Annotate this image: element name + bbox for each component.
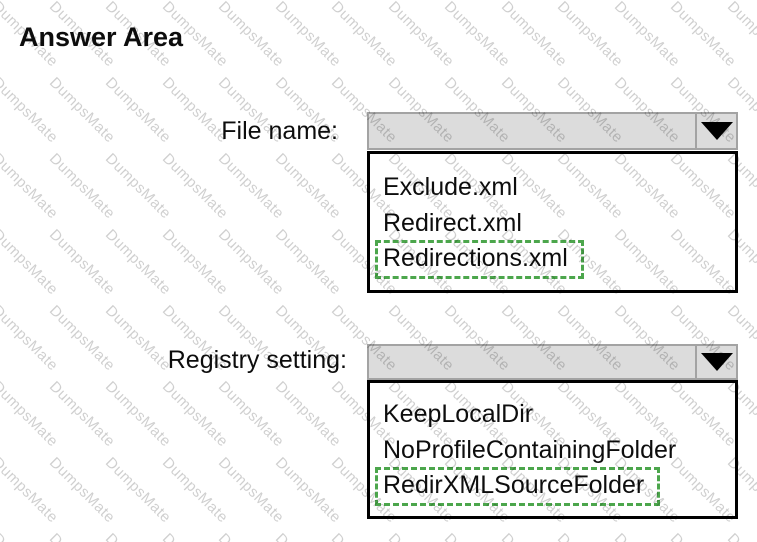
page-title: Answer Area — [19, 22, 184, 52]
watermark-text: DumpsMate — [440, 0, 514, 71]
watermark-text: DumpsMate — [158, 378, 231, 451]
watermark-text: DumpsMate — [667, 530, 739, 542]
watermark-text: DumpsMate — [497, 530, 569, 542]
watermark-text: DumpsMate — [45, 74, 118, 147]
watermark-text: DumpsMate — [45, 530, 117, 542]
registry-setting-dropdown-arrow-button[interactable] — [695, 346, 736, 378]
list-item-redirect-xml[interactable]: Redirect.xml — [370, 205, 735, 241]
watermark-text: DumpsMate — [441, 530, 513, 542]
watermark-text: DumpsMate — [723, 530, 757, 542]
list-item-keeplocaldir[interactable]: KeepLocalDir — [370, 396, 735, 432]
selected-option-outline: RedirXMLSourceFolder — [375, 466, 661, 506]
watermark-text: DumpsMate — [384, 530, 456, 542]
chevron-down-icon — [700, 122, 733, 140]
list-item-exclude-xml[interactable]: Exclude.xml — [370, 169, 735, 205]
watermark-text: DumpsMate — [271, 378, 344, 451]
list-item-label: KeepLocalDir — [383, 399, 534, 428]
watermark-text: DumpsMate — [723, 0, 757, 71]
registry-setting-dropdown[interactable] — [367, 344, 738, 380]
watermark-text: DumpsMate — [214, 378, 288, 451]
watermark-text: DumpsMate — [328, 530, 400, 542]
watermark-text: DumpsMate — [101, 302, 175, 375]
watermark-text: DumpsMate — [45, 226, 118, 299]
watermark-text: DumpsMate — [158, 226, 231, 299]
watermark-text: DumpsMate — [102, 530, 174, 542]
watermark-text: DumpsMate — [271, 454, 344, 527]
watermark-text: DumpsMate — [0, 74, 62, 147]
watermark-text: DumpsMate — [101, 378, 175, 451]
watermark-text: DumpsMate — [271, 0, 344, 71]
registry-setting-label: Registry setting: — [167, 346, 347, 374]
list-item-noprofilecontainingfolder[interactable]: NoProfileContainingFolder — [370, 432, 735, 468]
watermark-text: DumpsMate — [610, 0, 683, 71]
watermark-text: DumpsMate — [214, 150, 288, 223]
registry-setting-dropdown-value[interactable] — [369, 346, 695, 378]
watermark-text: DumpsMate — [271, 150, 344, 223]
watermark-text: DumpsMate — [666, 0, 740, 71]
registry-setting-options-list: KeepLocalDir NoProfileContainingFolder R… — [367, 380, 738, 519]
list-item-redirections-xml-selected[interactable]: Redirections.xml — [370, 239, 735, 279]
chevron-down-icon — [700, 353, 733, 371]
watermark-text: DumpsMate — [158, 150, 231, 223]
watermark-text: DumpsMate — [101, 74, 175, 147]
watermark-text: DumpsMate — [45, 378, 118, 451]
file-name-dropdown-arrow-button[interactable] — [695, 114, 736, 148]
watermark-text: DumpsMate — [158, 74, 231, 147]
file-name-dropdown-value[interactable] — [369, 114, 695, 148]
file-name-dropdown[interactable] — [367, 112, 738, 150]
watermark-text: DumpsMate — [0, 454, 62, 527]
watermark-text: DumpsMate — [0, 530, 61, 542]
watermark-text: DumpsMate — [45, 454, 118, 527]
watermark-text: DumpsMate — [214, 226, 288, 299]
watermark-text: DumpsMate — [214, 454, 288, 527]
watermark-text: DumpsMate — [554, 530, 626, 542]
list-item-redirxmlsourcefolder-selected[interactable]: RedirXMLSourceFolder — [370, 466, 735, 506]
watermark-text: DumpsMate — [271, 530, 343, 542]
file-name-label: File name: — [221, 117, 338, 145]
watermark-text: DumpsMate — [0, 302, 62, 375]
watermark-text: DumpsMate — [0, 226, 62, 299]
watermark-text: DumpsMate — [327, 0, 401, 71]
watermark-text: DumpsMate — [45, 150, 118, 223]
watermark-text: DumpsMate — [101, 150, 175, 223]
selected-option-outline: Redirections.xml — [375, 239, 584, 279]
list-item-label: Redirect.xml — [383, 208, 522, 237]
watermark-text: DumpsMate — [271, 226, 344, 299]
watermark-text: DumpsMate — [158, 530, 230, 542]
watermark-text: DumpsMate — [101, 226, 175, 299]
watermark-text: DumpsMate — [158, 454, 231, 527]
list-item-label: NoProfileContainingFolder — [383, 435, 677, 464]
watermark-text: DumpsMate — [45, 302, 118, 375]
watermark-text: DumpsMate — [0, 378, 62, 451]
watermark-text: DumpsMate — [101, 454, 175, 527]
watermark-text: DumpsMate — [553, 0, 627, 71]
watermark-text: DumpsMate — [215, 530, 287, 542]
file-name-options-list: Exclude.xml Redirect.xml Redirections.xm… — [367, 151, 738, 293]
watermark-text: DumpsMate — [214, 0, 288, 71]
list-item-label: Exclude.xml — [383, 172, 518, 201]
watermark-text: DumpsMate — [610, 530, 682, 542]
watermark-text: DumpsMate — [0, 150, 62, 223]
watermark-text: DumpsMate — [497, 0, 570, 71]
watermark-text: DumpsMate — [384, 0, 457, 71]
